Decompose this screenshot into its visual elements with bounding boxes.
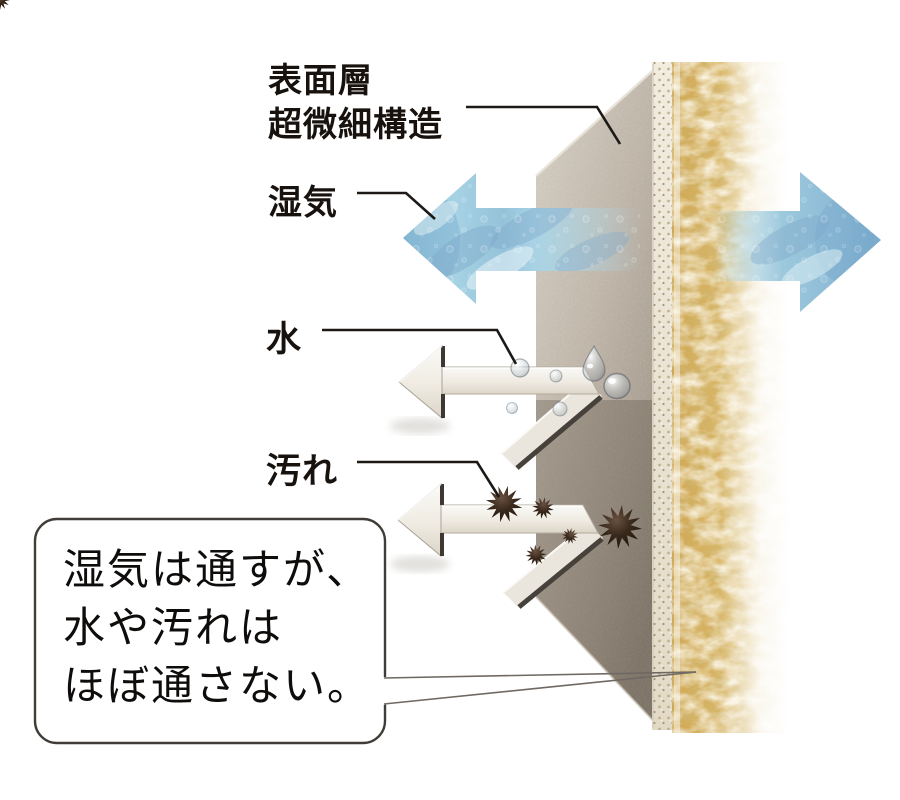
dirt-particles: [0, 0, 644, 569]
callout-text: 湿気は通すが、 水や汚れは ほぼ通さない。: [63, 542, 371, 716]
water-label: 水: [266, 320, 303, 359]
water-droplet-teardrop-icon: [582, 344, 606, 382]
callout-text-line3: ほぼ通さない。: [63, 664, 372, 710]
water-droplet-icon: [552, 401, 568, 417]
dirt-bounce-arrow-icon: [390, 482, 604, 609]
dirt-label: 汚れ: [266, 452, 339, 491]
callout-text-line2: 水や汚れは: [63, 606, 284, 652]
water-droplet-icon: [549, 369, 563, 383]
water-droplets: [506, 344, 631, 417]
surface-layer-leader-line: [466, 105, 622, 145]
surface-layer-label-line1: 表面層: [268, 63, 373, 100]
membrane-cross-section: [535, 62, 790, 733]
callout-bubble: [33, 517, 697, 745]
water-droplet-large-icon: [603, 372, 631, 400]
substrate-foam-layer: [672, 62, 790, 733]
dirt-leader-line: [357, 460, 501, 498]
leader-lines: [322, 105, 622, 498]
surface-layer-label-line2: 超微細構造: [268, 107, 443, 144]
callout-text-line1: 湿気は通すが、: [63, 548, 371, 594]
water-leader-line: [322, 328, 518, 365]
moisture-label: 湿気: [268, 185, 338, 222]
surface-layer-label: 表面層 超微細構造: [268, 60, 443, 148]
moisture-leader-line: [357, 191, 436, 220]
callout-bubble-tail: [383, 675, 590, 705]
water-droplet-icon: [506, 402, 518, 414]
